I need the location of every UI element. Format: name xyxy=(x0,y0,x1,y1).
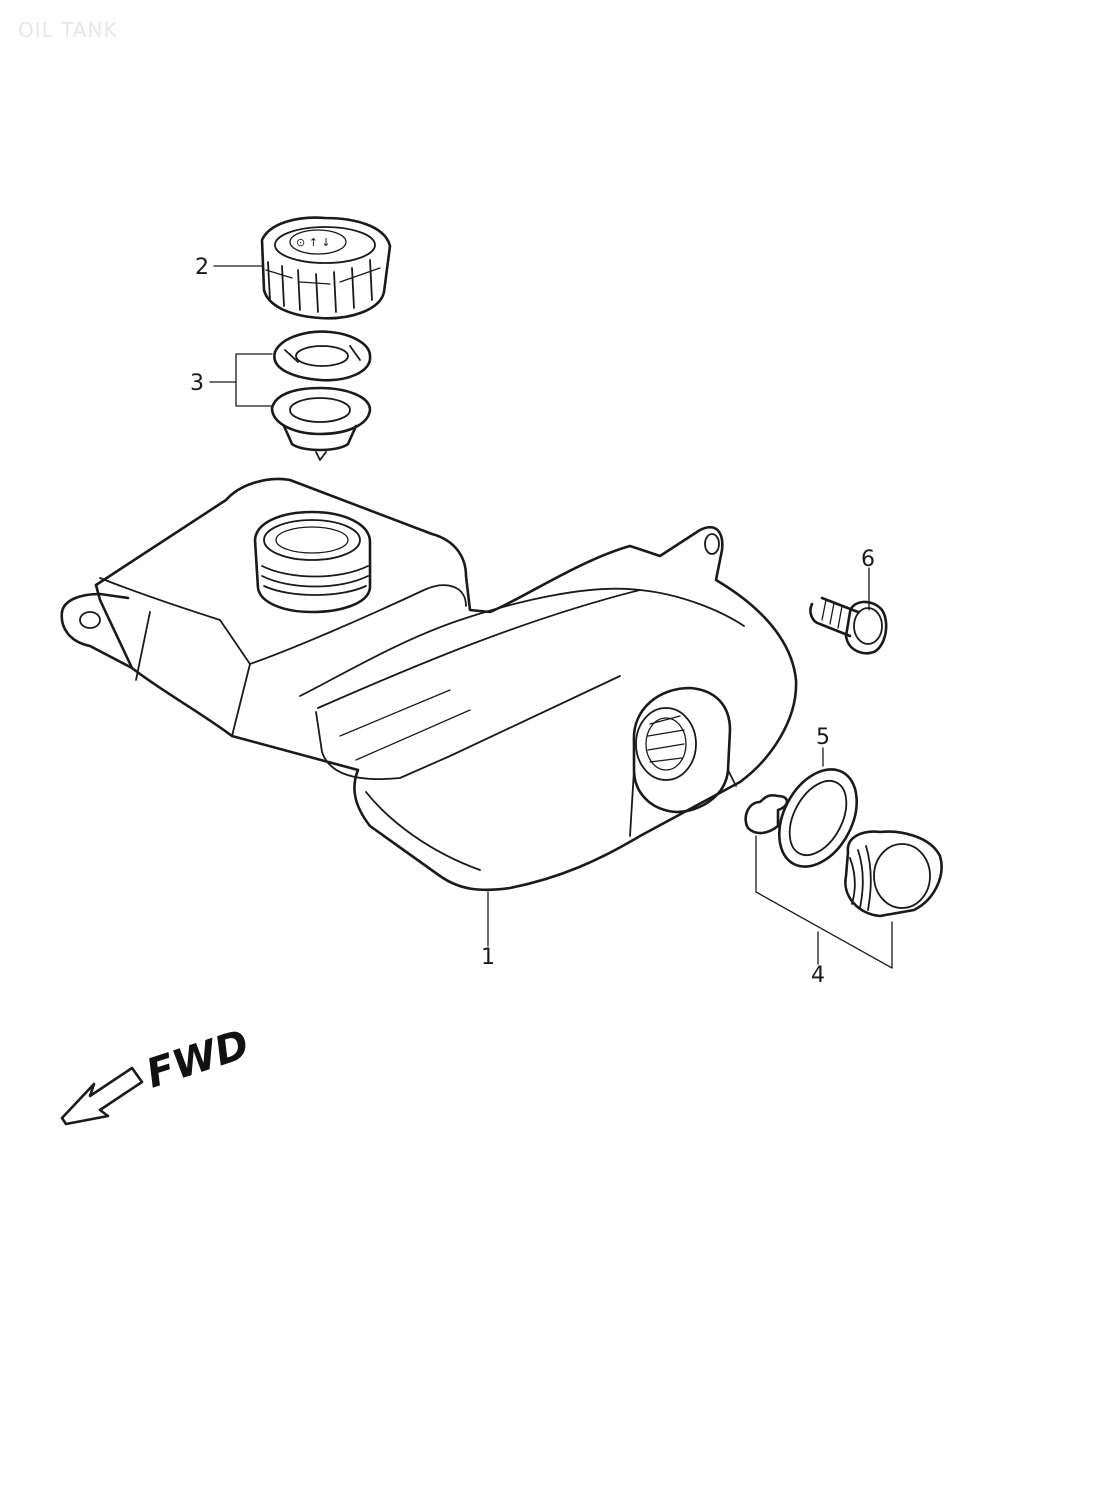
callout-6: 6 xyxy=(861,547,875,572)
part-5-washer[interactable] xyxy=(764,756,873,880)
callout-5: 5 xyxy=(816,725,830,750)
part-3-cap-gasket-strainer[interactable] xyxy=(270,330,372,461)
callout-1: 1 xyxy=(481,945,495,970)
leader-lines xyxy=(209,265,893,969)
callout-labels: 2 3 1 6 5 4 xyxy=(190,255,875,988)
fwd-label: FWD xyxy=(141,1021,255,1097)
part-4-drain-plug-set[interactable] xyxy=(744,793,943,918)
page-watermark-title: OIL TANK xyxy=(18,18,118,42)
callout-4: 4 xyxy=(811,963,825,988)
part-6-bolt[interactable] xyxy=(809,596,888,655)
callout-3: 3 xyxy=(190,371,204,396)
svg-text:⊙ ↑ ↓: ⊙ ↑ ↓ xyxy=(296,236,331,249)
forward-direction-indicator: FWD xyxy=(60,1021,255,1126)
part-2-filler-cap[interactable]: ⊙ ↑ ↓ xyxy=(260,216,392,320)
callout-2: 2 xyxy=(195,255,209,280)
part-1-oil-tank[interactable] xyxy=(60,477,798,892)
arrow-left-down-icon xyxy=(60,1066,144,1126)
